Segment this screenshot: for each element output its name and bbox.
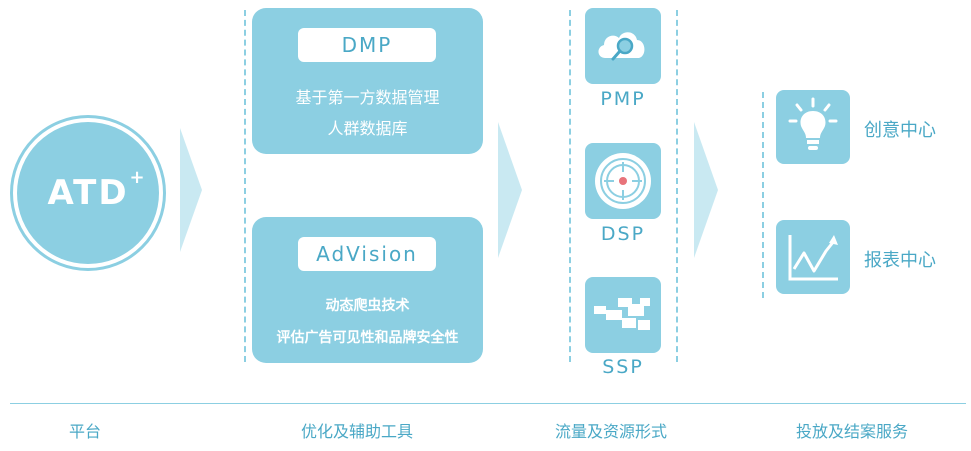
footer-tools: 优化及辅助工具 xyxy=(300,422,413,441)
divider-tools xyxy=(244,10,246,362)
advision-line-2: 评估广告可见性和品牌安全性 xyxy=(276,330,459,346)
dmp-title: DMP xyxy=(298,28,436,62)
dmp-line-2: 人群数据库 xyxy=(327,119,408,138)
ssp-label: SSP xyxy=(602,356,644,378)
advision-title: AdVision xyxy=(298,237,436,271)
footer-divider xyxy=(10,403,966,404)
report-center-label: 报表中心 xyxy=(864,250,936,271)
creative-center-label: 创意中心 xyxy=(864,120,936,141)
divider-services xyxy=(762,92,764,298)
target-icon xyxy=(595,153,651,209)
divider-traffic-left xyxy=(569,10,571,362)
dmp-card: DMP 基于第一方数据管理 人群数据库 xyxy=(252,8,483,154)
advision-card: AdVision 动态爬虫技术 评估广告可见性和品牌安全性 xyxy=(252,217,483,363)
dsp-tile xyxy=(585,143,661,219)
dsp-label: DSP xyxy=(600,223,646,245)
lightbulb-icon xyxy=(788,97,838,150)
blocks-icon xyxy=(594,298,650,330)
divider-traffic-right xyxy=(676,10,678,362)
line-chart-icon xyxy=(788,235,838,281)
dmp-line-1: 基于第一方数据管理 xyxy=(295,88,440,107)
creative-center-tile xyxy=(776,90,850,164)
cloud-search-icon xyxy=(598,32,645,61)
arrow-3 xyxy=(694,122,718,258)
arrow-1 xyxy=(180,128,202,252)
footer-traffic: 流量及资源形式 xyxy=(554,422,667,441)
platform-name: ATD+ xyxy=(47,167,147,213)
advision-line-1: 动态爬虫技术 xyxy=(325,298,410,314)
ssp-tile xyxy=(585,277,661,353)
platform-circle: ATD+ xyxy=(17,122,159,264)
arrow-2 xyxy=(498,122,522,258)
footer-platform: 平台 xyxy=(68,422,101,441)
platform-superscript: + xyxy=(129,167,147,188)
pmp-label: PMP xyxy=(600,88,646,110)
footer-services: 投放及结案服务 xyxy=(795,422,908,441)
pmp-tile xyxy=(585,8,661,84)
report-center-tile xyxy=(776,220,850,294)
